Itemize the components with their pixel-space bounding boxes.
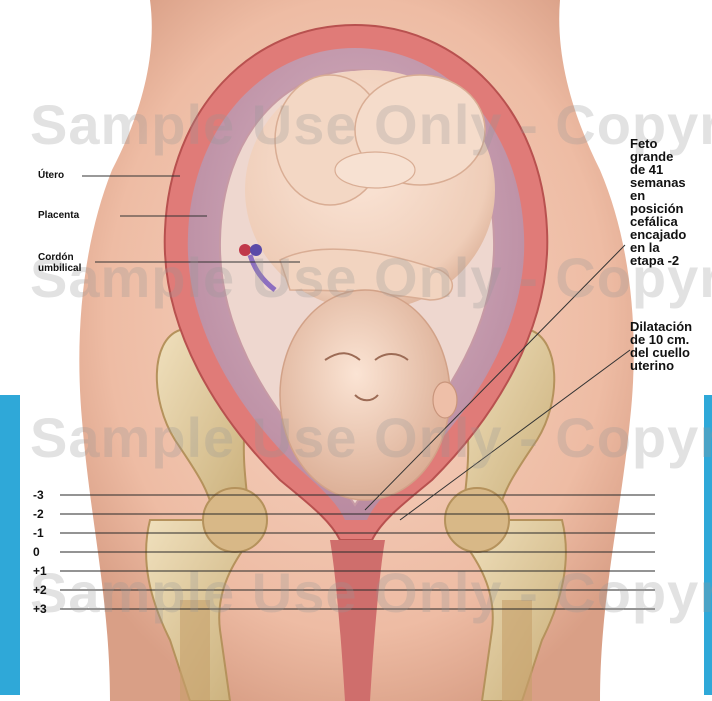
label-dilatacion: Dilatación de 10 cm. del cuello uterino <box>630 320 692 372</box>
label-feto-line: etapa -2 <box>630 254 686 267</box>
watermark-2: Sample Use Only - Copyright <box>30 245 712 310</box>
label-cordon-line1: Cordón <box>38 252 81 263</box>
label-utero: Útero <box>38 170 64 181</box>
label-feto: Feto grande de 41 semanas en posición ce… <box>630 137 686 267</box>
label-cordon: Cordón umbilical <box>38 252 81 274</box>
station-label: -1 <box>33 527 44 539</box>
station-label: -2 <box>33 508 44 520</box>
left-side-bar <box>0 395 20 695</box>
label-cordon-line2: umbilical <box>38 263 81 274</box>
watermark-1: Sample Use Only - Copyright <box>30 92 712 157</box>
station-label: +2 <box>33 584 47 596</box>
watermark-3: Sample Use Only - Copyright <box>30 405 712 470</box>
station-label: -3 <box>33 489 44 501</box>
station-label: +3 <box>33 603 47 615</box>
label-dilatacion-line: uterino <box>630 359 692 372</box>
station-label: 0 <box>33 546 40 558</box>
label-placenta: Placenta <box>38 210 79 221</box>
station-label: +1 <box>33 565 47 577</box>
watermark-4: Sample Use Only - Copyright <box>30 560 712 625</box>
